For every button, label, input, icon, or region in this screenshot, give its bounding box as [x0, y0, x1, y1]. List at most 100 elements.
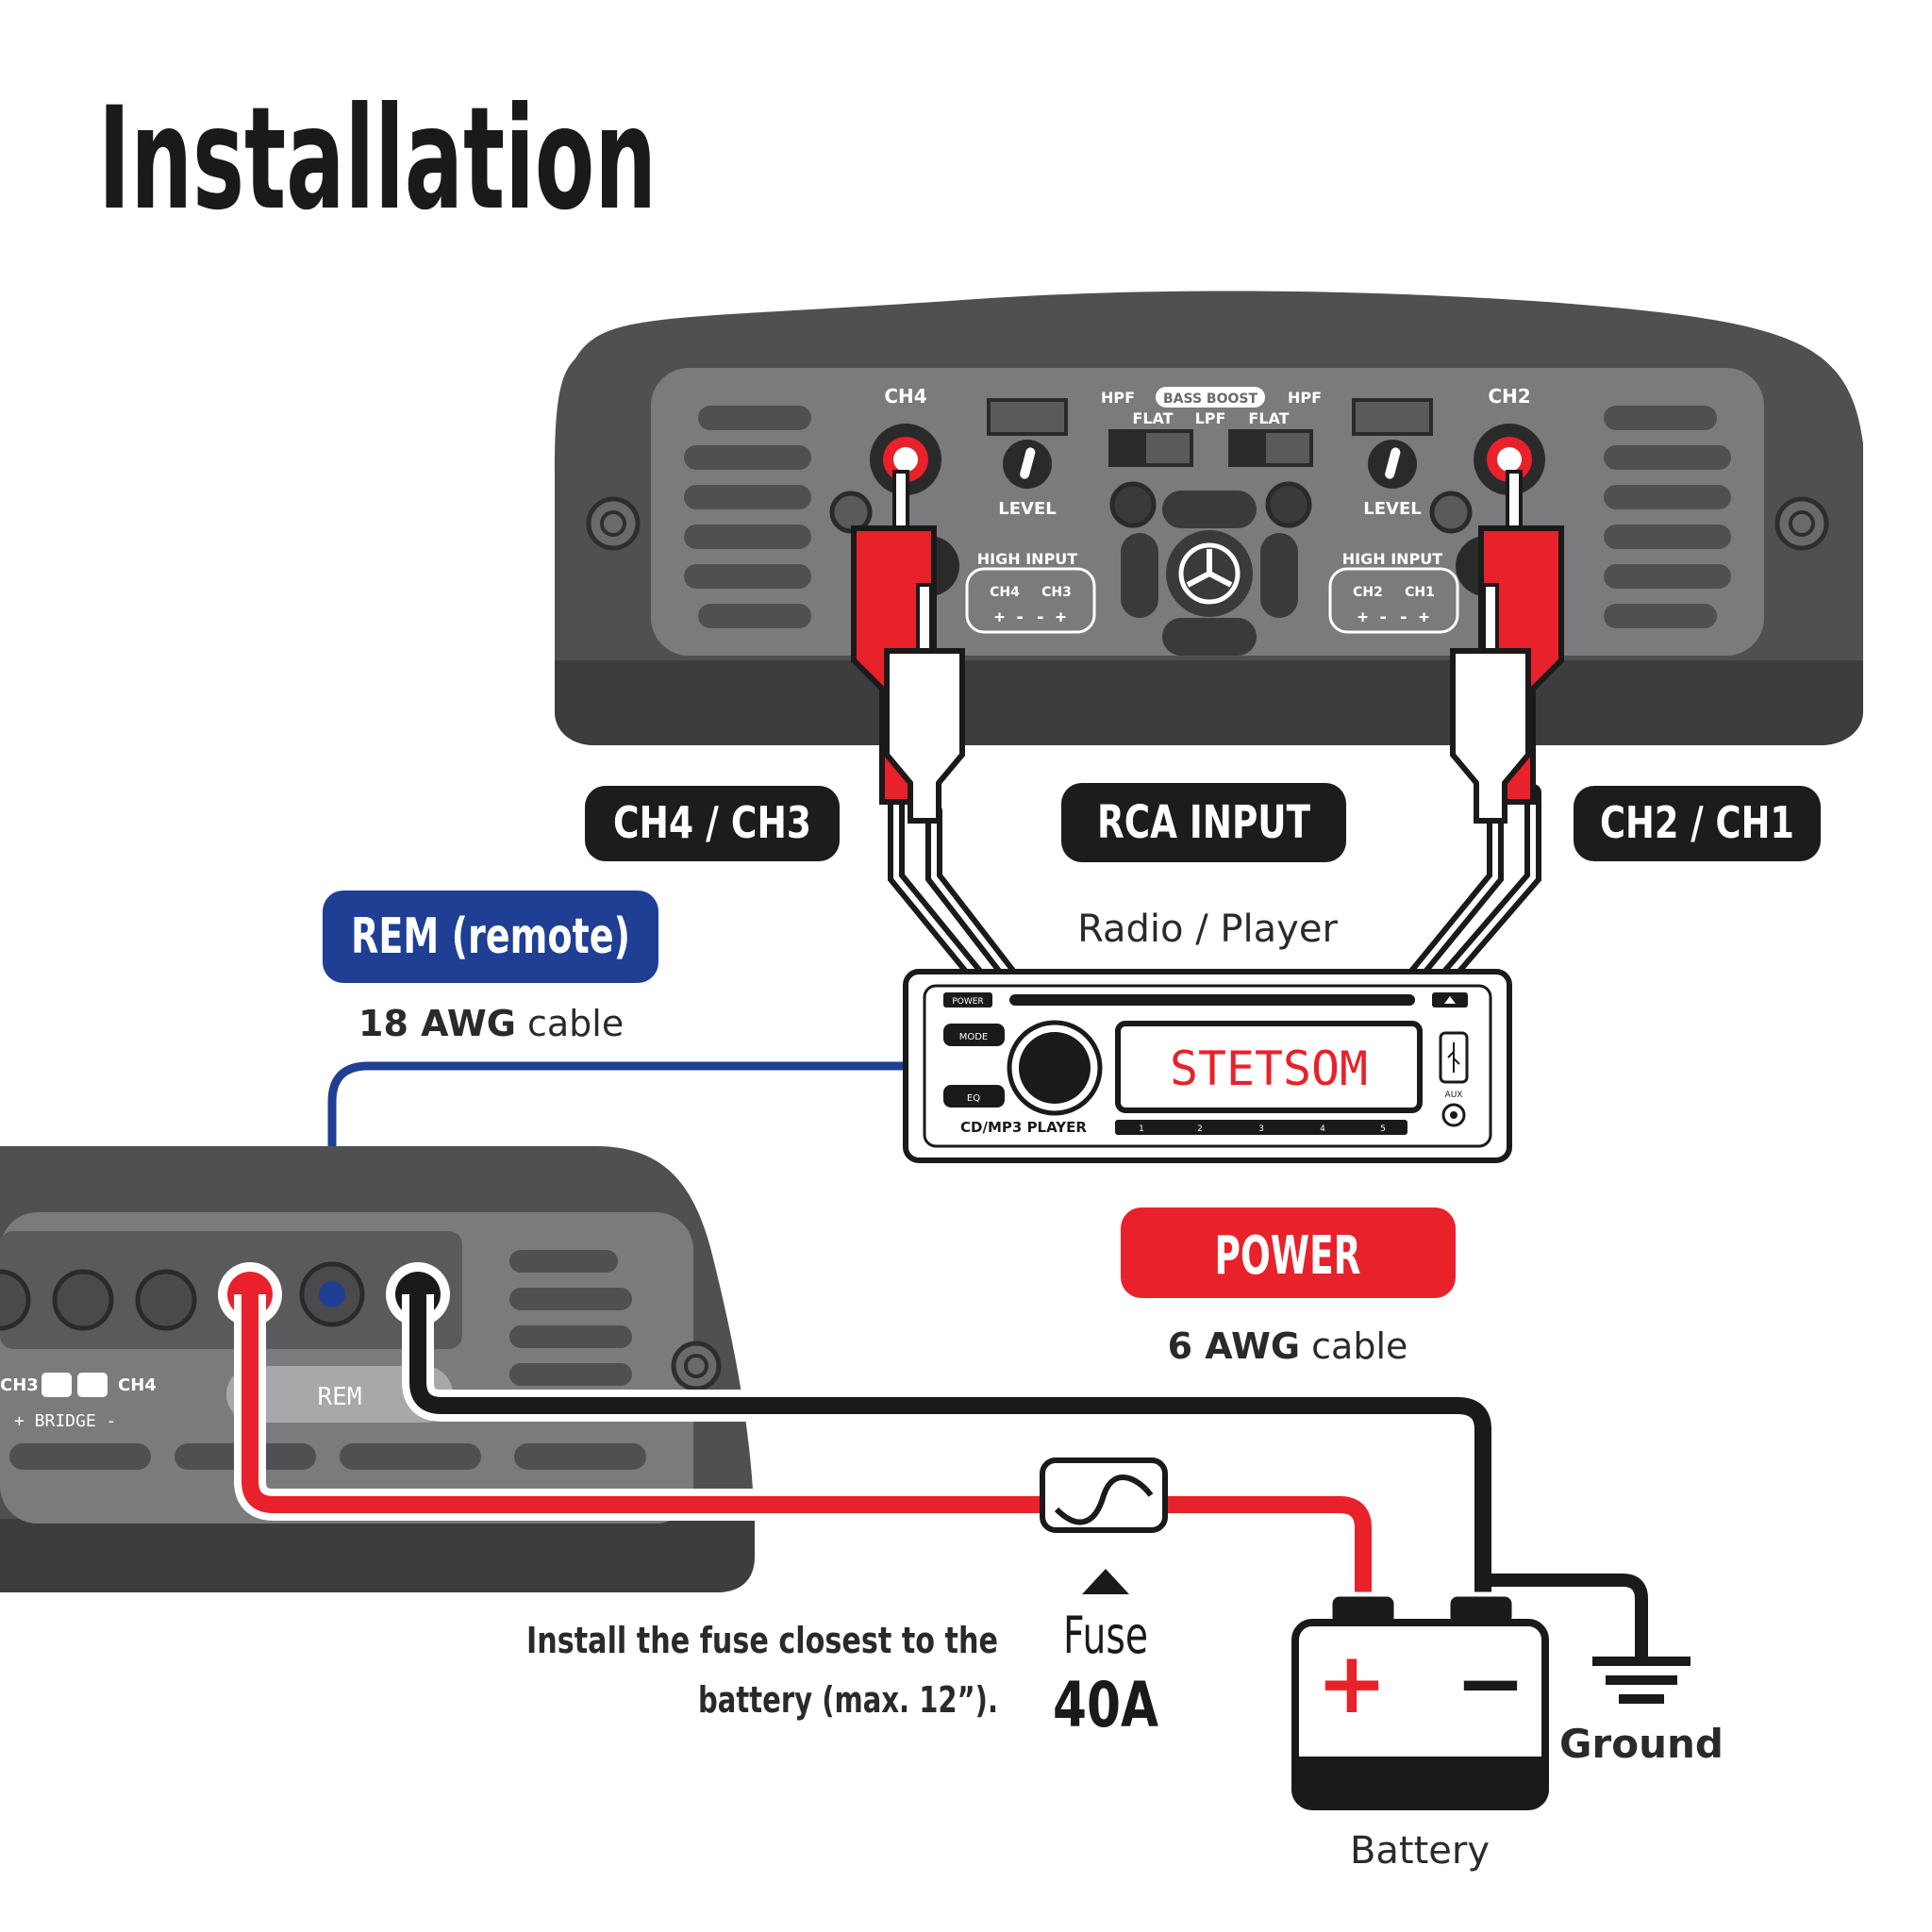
level-label-left: LEVEL: [998, 499, 1056, 519]
aux-port[interactable]: [1441, 1103, 1466, 1127]
battery-icon: [1291, 1591, 1549, 1810]
radio-eq-label: EQ: [967, 1093, 980, 1104]
bottom-amplifier: CH3 CH4 + BRIDGE - REM: [0, 1146, 755, 1592]
screw-icon: [671, 1341, 722, 1391]
ch4-ch3-badge: [585, 786, 840, 861]
power-gauge-rest: cable: [1300, 1325, 1407, 1367]
gear-icon: [1429, 491, 1473, 534]
battery-minus: −: [1455, 1634, 1525, 1733]
usb-icon: [1447, 1042, 1460, 1073]
power-gauge-bold: 6 AWG: [1168, 1325, 1300, 1367]
rem-gauge-bold: 18 AWG: [358, 1003, 516, 1044]
ch4-ch3-label: CH4 / CH3: [613, 797, 811, 848]
amp-ch2-label: CH2: [1488, 385, 1530, 408]
level-knob-left: [987, 398, 1068, 489]
radio-disc-slot: [1009, 994, 1415, 1006]
speaker-terminal: [135, 1269, 197, 1331]
fuse-rating: 40A: [1053, 1669, 1158, 1741]
radio-power-button[interactable]: [943, 992, 992, 1008]
rem-power-block: [226, 1366, 453, 1423]
rca-plug-white-left: [884, 583, 965, 824]
high-input-label-right: HIGH INPUT: [1342, 550, 1443, 568]
bottom-amp-heatsink: [9, 1250, 646, 1470]
power-cable-ground: [409, 1294, 1491, 1594]
fuse-arrow-icon: [1082, 1569, 1129, 1594]
hpf-label-right: HPF: [1288, 389, 1322, 407]
preset-3[interactable]: 3: [1258, 1124, 1264, 1134]
speaker-terminal: [0, 1269, 31, 1331]
ground-label: Ground: [1559, 1721, 1724, 1767]
hpf-label-left: HPF: [1101, 389, 1135, 407]
rca-plug-white-right: [1450, 583, 1531, 824]
rca-cables-right: [1402, 784, 1541, 990]
radio-player-label: Radio / Player: [1077, 908, 1338, 951]
preset-5[interactable]: 5: [1380, 1124, 1386, 1134]
radio-eq-button[interactable]: [943, 1085, 1005, 1108]
screw-icon: [586, 496, 641, 551]
rca-input-badge: [1061, 783, 1346, 862]
bass-boost-badge: [1156, 387, 1265, 408]
power-badge: [1121, 1208, 1456, 1298]
radio-aux-label: AUX: [1445, 1091, 1463, 1100]
rem-cable: [327, 1061, 906, 1292]
high-input-right-ch-a: CH2: [1353, 585, 1383, 600]
radio-power-label: POWER: [952, 997, 983, 1007]
fuse-note-line1: Install the fuse closest to the: [526, 1620, 998, 1661]
bridge-plus-badge: [77, 1373, 108, 1397]
rca-input-label: RCA INPUT: [1097, 796, 1310, 849]
high-input-left-polarity: + - - +: [994, 608, 1066, 627]
ground-wire: [1483, 1574, 1648, 1660]
level-knob-right: [1352, 398, 1433, 489]
high-input-box-left: [965, 567, 1096, 634]
amp-ch4-label: CH4: [884, 385, 926, 408]
radio-display-text: STETSOM: [1170, 1041, 1368, 1096]
lpf-label: LPF: [1195, 409, 1226, 427]
top-amplifier: CH4 CH2 LEVEL: [555, 291, 1863, 745]
rca-cables-left: [888, 784, 1023, 990]
rem-gauge-label: 18 AWG cable: [358, 1003, 624, 1044]
rem-terminal: [299, 1261, 365, 1327]
rem-badge: [323, 891, 658, 983]
radio-head-unit: POWER MODE EQ STETSOM AUX CD/MP3 PLAYER …: [903, 969, 1512, 1163]
preset-2[interactable]: 2: [1197, 1124, 1203, 1134]
fuse-note-line2: battery (max. 12”).: [698, 1679, 998, 1721]
volume-knob[interactable]: [1007, 1020, 1103, 1116]
high-input-left-ch-b: CH3: [1041, 585, 1072, 600]
high-input-left-ch-a: CH4: [990, 585, 1020, 600]
high-input-right-ch-b: CH1: [1405, 585, 1435, 600]
top-amp-heatsink-left: [684, 406, 811, 628]
top-amp-heatsink-right: [1604, 406, 1731, 628]
ch2-ch1-label: CH2 / CH1: [1600, 797, 1794, 848]
bottom-amplifier-shadow: [0, 1519, 755, 1592]
bass-boost-label: BASS BOOST: [1163, 391, 1257, 407]
preset-4[interactable]: 4: [1320, 1124, 1325, 1134]
crossover-switch-right: [1228, 429, 1313, 467]
crossover-switch-left: [1108, 429, 1193, 467]
flat-label-left: FLAT: [1132, 409, 1173, 427]
power-gauge-label: 6 AWG cable: [1168, 1325, 1408, 1367]
power-label: POWER: [1215, 1225, 1361, 1287]
fan-icon: [1121, 491, 1298, 656]
preset-1[interactable]: 1: [1139, 1124, 1144, 1134]
rem-label: REM (remote): [351, 908, 630, 965]
screw-icon: [1774, 496, 1829, 551]
bottom-amp-bridge-label: + BRIDGE -: [14, 1411, 116, 1431]
eject-icon: [1444, 996, 1456, 1004]
top-amplifier-shadow: [555, 660, 1863, 745]
bottom-amp-ch4-label: CH4: [118, 1375, 157, 1395]
led-right: [1265, 481, 1312, 528]
radio-mode-button[interactable]: [943, 1024, 1005, 1046]
high-input-right-polarity: + - - +: [1357, 608, 1429, 627]
ground-icon: [1592, 1657, 1690, 1704]
radio-model-label: CD/MP3 PLAYER: [960, 1119, 1087, 1136]
ch2-ch1-badge: [1574, 786, 1821, 861]
bridge-minus-badge: [42, 1373, 72, 1397]
battery-label: Battery: [1350, 1829, 1490, 1873]
preset-buttons: 1 2 3 4 5: [1115, 1120, 1407, 1135]
speaker-terminal: [52, 1269, 114, 1331]
level-label-right: LEVEL: [1363, 499, 1421, 519]
battery-plus: +: [1316, 1634, 1387, 1733]
fuse-icon: [1040, 1457, 1168, 1533]
flat-label-right: FLAT: [1248, 409, 1289, 427]
